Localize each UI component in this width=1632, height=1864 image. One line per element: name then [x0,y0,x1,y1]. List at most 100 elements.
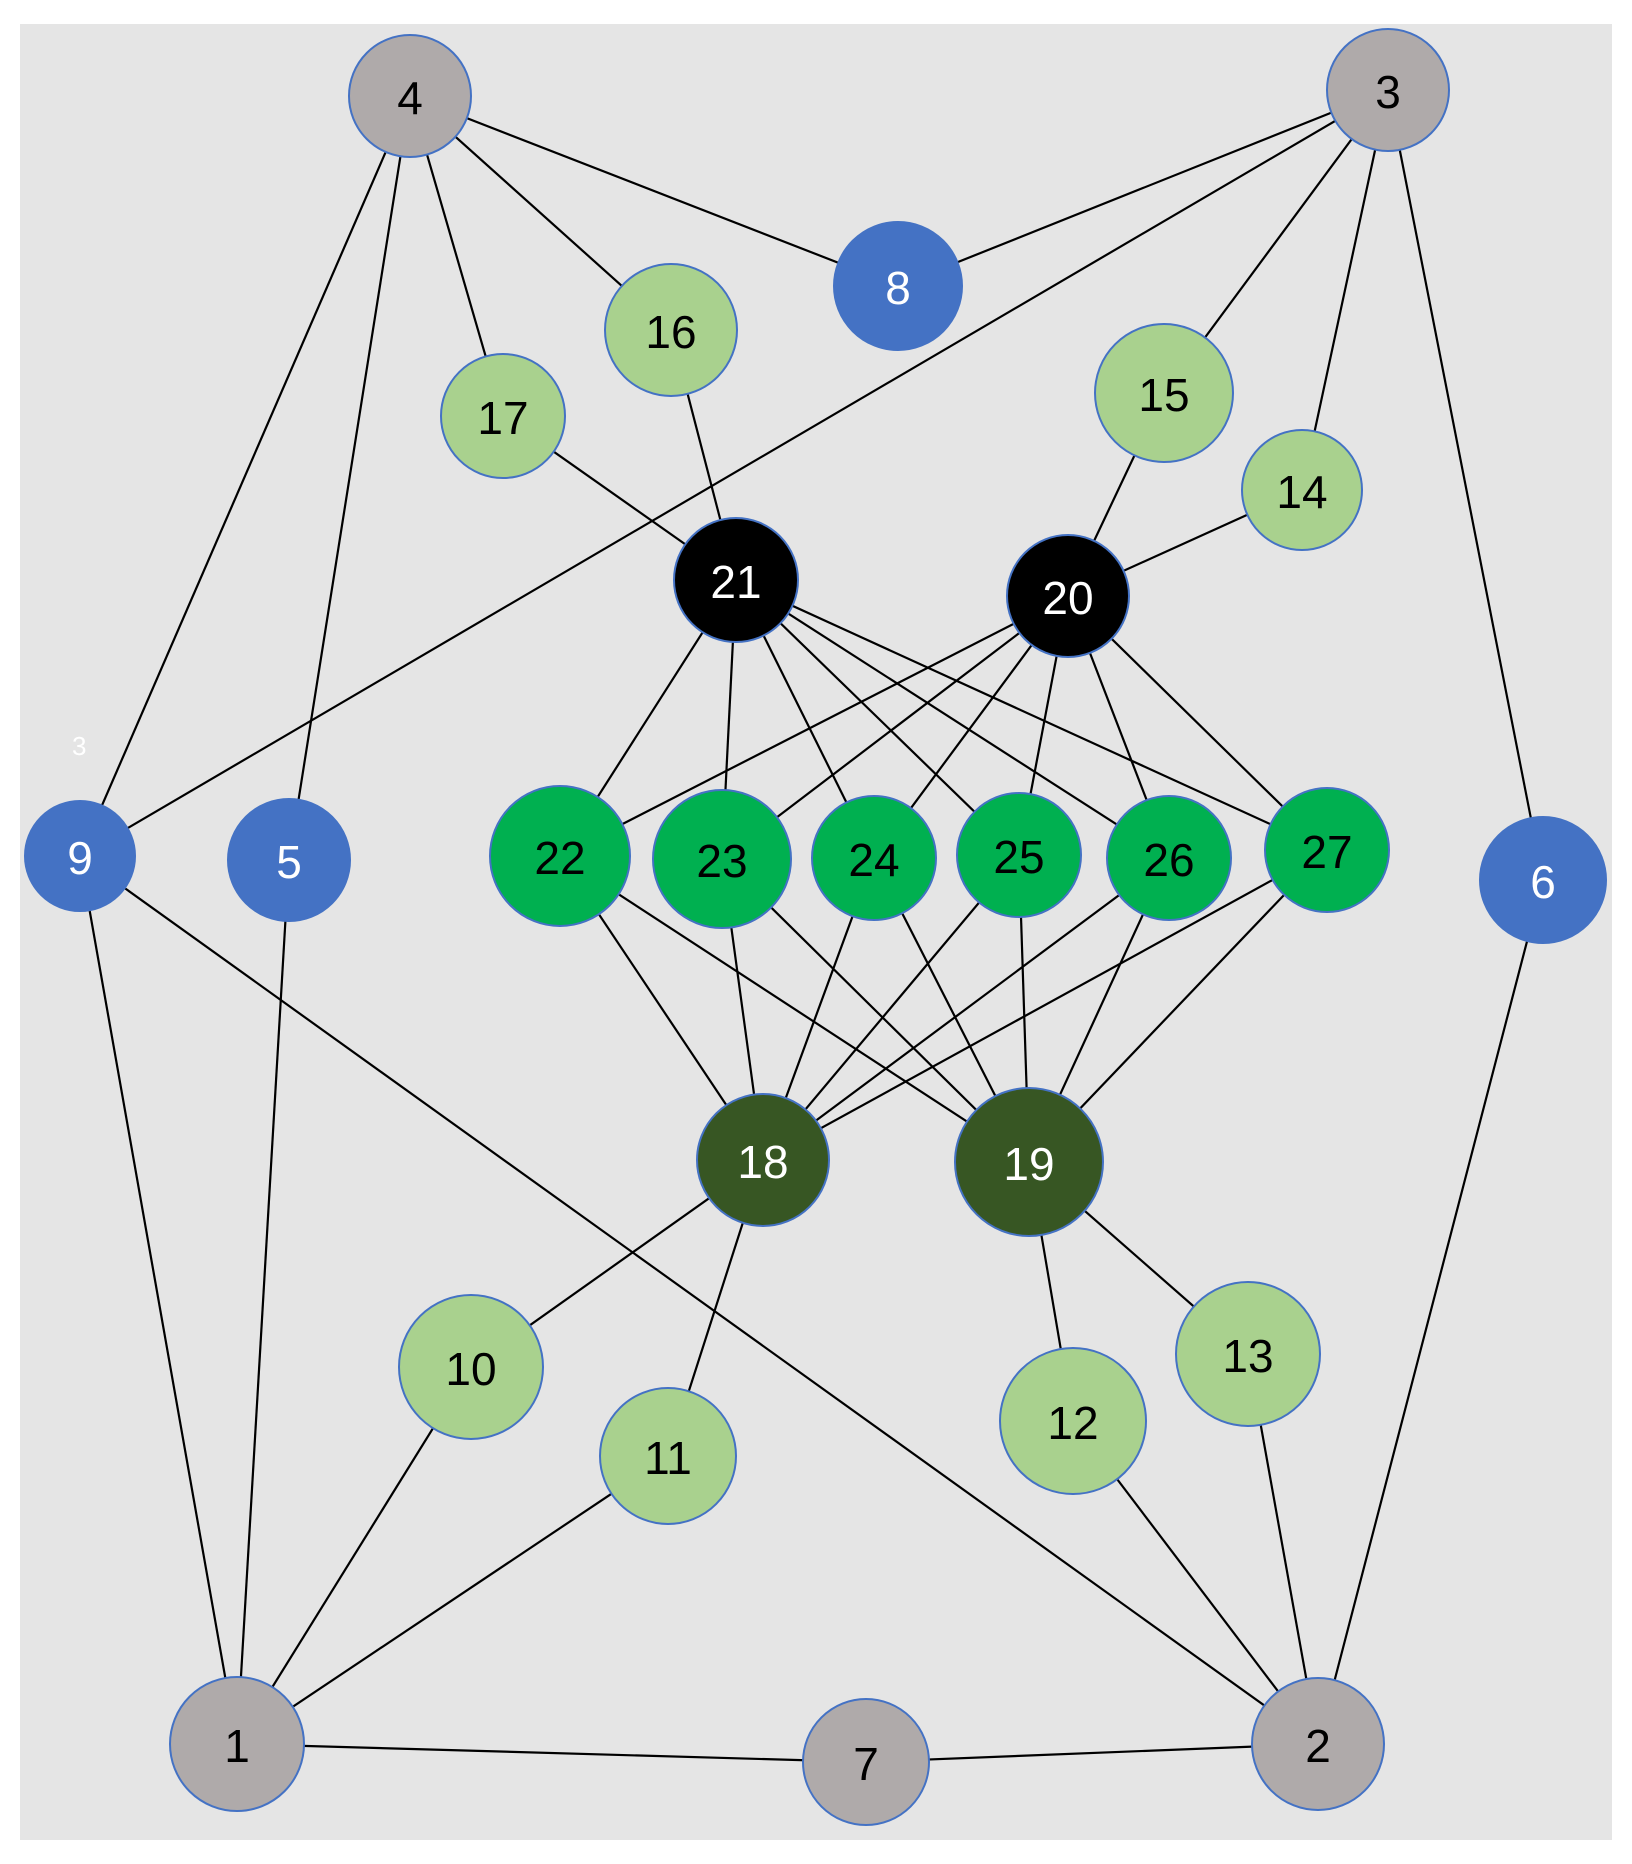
edge-4-5 [287,95,412,861]
node-label-15: 15 [1138,369,1189,421]
node-circle-24 [811,795,937,921]
node-label-24: 24 [848,834,899,886]
node-15: 15 [1094,323,1234,463]
node-2: 2 [1251,1677,1385,1811]
edge-3-14 [1300,89,1390,491]
node-label-22: 22 [534,832,585,884]
edge-26-18 [762,857,1170,1161]
node-8: 8 [833,221,963,351]
node-circle-4 [348,34,472,158]
node-27: 27 [1264,787,1390,913]
node-label-26: 26 [1143,834,1194,886]
diagram-background [20,24,1612,1840]
node-circle-11 [599,1387,737,1525]
node-label-18: 18 [737,1136,788,1188]
node-3: 3 [1326,28,1450,152]
node-circle-21 [673,517,799,643]
node-21: 21 [673,517,799,643]
edge-3-8 [897,88,1389,288]
edge-4-9 [78,95,412,857]
node-6: 6 [1479,816,1607,944]
node-label-8: 8 [885,262,911,314]
node-11: 11 [599,1387,737,1525]
edge-6-2 [1316,879,1545,1745]
node-label-19: 19 [1003,1138,1054,1190]
node-label-21: 21 [710,556,761,608]
node-17: 17 [440,353,566,479]
node-circle-5 [227,798,351,922]
edge-7-2 [865,1742,1319,1764]
node-label-5: 5 [276,836,302,888]
node-label-6: 6 [1530,856,1556,908]
edge-21-26 [735,579,1170,859]
edge-9-2 [79,855,1319,1745]
node-label-27: 27 [1301,826,1352,878]
node-circle-20 [1006,534,1130,658]
edge-20-22 [559,595,1069,857]
edge-9-1 [78,855,239,1745]
node-label-10: 10 [445,1343,496,1395]
node-19: 19 [954,1087,1104,1237]
node-circle-7 [802,1698,930,1826]
node-1: 1 [169,1676,305,1812]
node-circle-27 [1264,787,1390,913]
node-label-7: 7 [853,1738,879,1790]
node-circle-8 [833,221,963,351]
node-circle-14 [1241,429,1363,551]
node-10: 10 [398,1294,544,1440]
node-4: 4 [348,34,472,158]
node-label-4: 4 [397,72,423,124]
node-25: 25 [956,792,1082,918]
node-circle-3 [1326,28,1450,152]
node-label-3: 3 [1375,66,1401,118]
node-label-17: 17 [477,392,528,444]
edge-10-1 [236,1366,472,1745]
edge-21-25 [735,579,1020,856]
node-18: 18 [696,1093,830,1227]
node-label-25: 25 [993,831,1044,883]
node-5: 5 [227,798,351,922]
node-22: 22 [489,785,631,927]
node-14: 14 [1241,429,1363,551]
edge-22-19 [559,855,1030,1163]
node-20: 20 [1006,534,1130,658]
node-circle-9 [24,800,136,912]
node-circle-26 [1106,795,1232,921]
node-24: 24 [811,795,937,921]
edge-3-9 [79,89,1389,857]
node-circle-23 [652,789,792,929]
node-23: 23 [652,789,792,929]
node-13: 13 [1175,1281,1321,1427]
edge-4-8 [409,94,899,288]
edge-3-6 [1386,89,1545,881]
node-label-14: 14 [1276,466,1327,518]
node-circle-15 [1094,323,1234,463]
node-circle-25 [956,792,1082,918]
edge-1-7 [236,1742,867,1764]
node-circle-10 [398,1294,544,1440]
node-label-9: 9 [67,832,93,884]
node-label-11: 11 [644,1432,692,1484]
node-label-1: 1 [224,1720,250,1772]
node-label-20: 20 [1042,572,1093,624]
node-circle-6 [1479,816,1607,944]
node-circle-12 [999,1347,1147,1495]
edge-27-18 [762,849,1328,1161]
node-label-2: 2 [1305,1720,1331,1772]
node-circle-19 [954,1087,1104,1237]
node-26: 26 [1106,795,1232,921]
node-circle-1 [169,1676,305,1812]
node-circle-18 [696,1093,830,1227]
node-circle-22 [489,785,631,927]
stray-mark: 3 [72,731,86,761]
node-label-13: 13 [1222,1330,1273,1382]
edge-21-27 [735,578,1328,852]
node-label-23: 23 [696,835,747,887]
node-circle-2 [1251,1677,1385,1811]
node-label-12: 12 [1047,1397,1098,1449]
node-9: 9 [24,800,136,912]
node-label-16: 16 [645,306,696,358]
node-circle-13 [1175,1281,1321,1427]
